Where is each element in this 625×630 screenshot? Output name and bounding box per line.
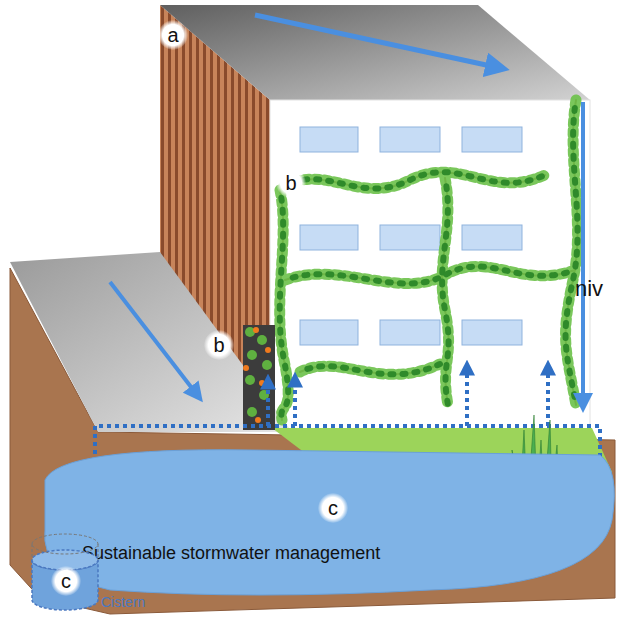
- cistern-node: cCistern: [25, 530, 150, 618]
- road: [10, 252, 292, 432]
- reeds: [512, 415, 559, 502]
- node-outline: [40, 445, 615, 605]
- downpipe-arrow: [581, 102, 585, 405]
- note-text: niv: [575, 276, 603, 302]
- callout-letter: c: [318, 493, 348, 523]
- infiltration-lines: [95, 366, 600, 470]
- facade: [270, 100, 590, 430]
- green-facade: [280, 100, 578, 420]
- callout-letter: b: [276, 168, 306, 198]
- pond-node: cSustainable stormwater management: [40, 445, 615, 605]
- pond-shape: [45, 450, 615, 595]
- runoff-arrow: [110, 282, 198, 396]
- node-label: Sustainable stormwater management: [82, 543, 380, 564]
- callout-letter: b: [204, 330, 234, 360]
- cistern-lid: [32, 534, 98, 560]
- runoff-arrow: [255, 15, 500, 68]
- planter: [243, 325, 275, 430]
- node-label: Cistern: [101, 594, 145, 610]
- callout-letter: a: [158, 20, 188, 50]
- windows: [300, 127, 522, 345]
- building-roof: [160, 5, 590, 100]
- callout-letter: c: [51, 566, 81, 596]
